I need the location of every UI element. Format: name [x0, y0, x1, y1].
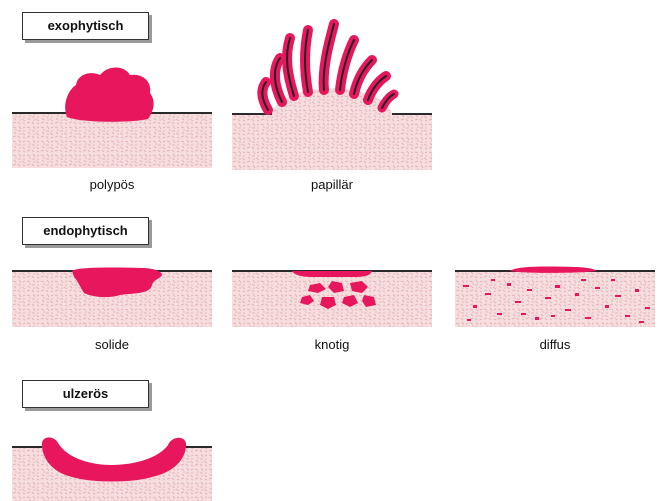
- nodular-diagram: [232, 265, 432, 330]
- solid-caption: solide: [12, 337, 212, 352]
- ulcerative-diagram: [12, 425, 212, 501]
- polypoid-tumor: [65, 68, 153, 122]
- diffuse-surface-tumor: [510, 266, 597, 272]
- polypoid-diagram: [12, 55, 212, 170]
- ulcerative-label: ulzerös: [22, 380, 149, 408]
- diffuse-caption: diffus: [455, 337, 655, 352]
- polypoid-caption: polypös: [12, 177, 212, 192]
- papillary-diagram: [232, 10, 432, 170]
- endophytic-label: endophytisch: [22, 217, 149, 245]
- diffuse-diagram: [455, 265, 655, 330]
- nodular-caption: knotig: [232, 337, 432, 352]
- exophytic-label: exophytisch: [22, 12, 149, 40]
- papillary-caption: papillär: [232, 177, 432, 192]
- solid-diagram: [12, 265, 212, 330]
